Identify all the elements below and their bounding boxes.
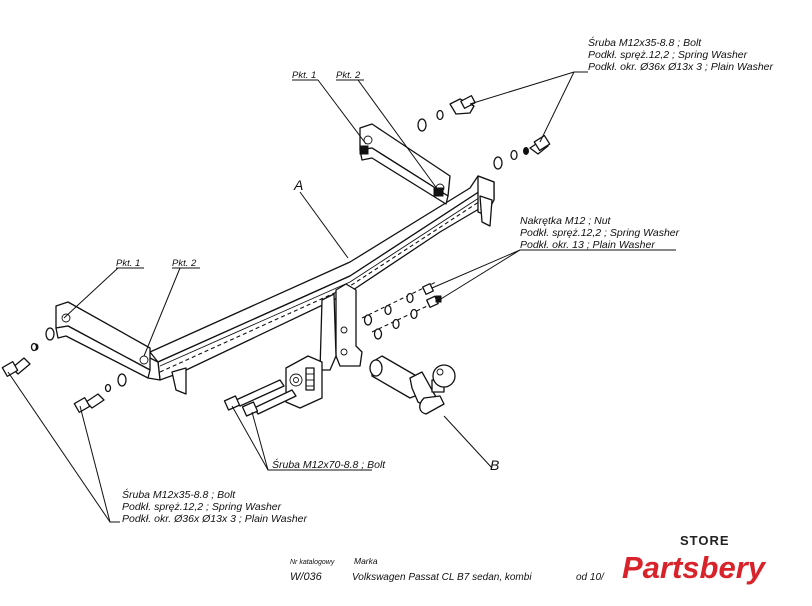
leader-lines <box>7 71 676 523</box>
callout-top-right: Śruba M12x35-8.8 ; Bolt Podkł. spręż.12,… <box>588 36 774 73</box>
logo-store-text: STORE <box>680 533 730 548</box>
callout-line: Podkł. okr. Ø36x Ø13x 3 ; Plain Washer <box>122 513 308 525</box>
logo-brand-text: Partsbery <box>622 550 767 585</box>
brand-header: Marka <box>354 556 378 566</box>
production-from: od 10/ <box>576 572 605 583</box>
fasteners-top-right <box>417 95 551 170</box>
callout-line: Podkł. spręż.12,2 ; Spring Washer <box>520 227 680 239</box>
pkt2-left-label: Pkt. 2 <box>172 258 197 269</box>
part-a-label: A <box>293 177 303 193</box>
callout-bottom-center: Śruba M12x70-8.8 ; Bolt <box>272 458 386 471</box>
catalog-header: Nr katalogowy <box>290 559 335 566</box>
fasteners-bottom-left <box>1 327 127 413</box>
callout-line: Podkł. okr. Ø36x Ø13x 3 ; Plain Washer <box>588 61 774 73</box>
catalog-number: W/036 <box>290 571 323 583</box>
pkt1-top-label: Pkt. 1 <box>292 70 316 81</box>
vehicle-name: Volkswagen Passat CL B7 sedan, kombi <box>352 572 532 583</box>
footer: Nr katalogowy Marka W/036 Volkswagen Pas… <box>290 556 605 583</box>
callout-line: Podkł. spręż.12,2 ; Spring Washer <box>122 501 282 513</box>
cross-beam <box>145 175 495 395</box>
right-bracket <box>359 123 451 205</box>
pkt1-left-label: Pkt. 1 <box>116 258 140 269</box>
callout-line: Śruba M12x35-8.8 ; Bolt <box>122 488 236 501</box>
left-bracket <box>55 301 151 379</box>
callout-middle-right: Nakrętka M12 ; Nut Podkł. spręż.12,2 ; S… <box>520 215 680 251</box>
fasteners-middle-right <box>361 281 442 340</box>
callout-line: Śruba M12x35-8.8 ; Bolt <box>588 36 702 49</box>
callout-line: Podkł. spręż.12,2 ; Spring Washer <box>588 49 748 61</box>
tow-ball <box>369 355 456 415</box>
callout-line: Podkł. okr. 13 ; Plain Washer <box>520 239 655 251</box>
fasteners-center-bolts <box>223 379 297 417</box>
part-b-label: B <box>490 457 499 473</box>
partsbery-logo: STORE Partsbery <box>622 533 767 585</box>
callout-bottom-left: Śruba M12x35-8.8 ; Bolt Podkł. spręż.12,… <box>122 488 308 525</box>
pkt2-top-label: Pkt. 2 <box>336 70 361 81</box>
callout-line: Nakrętka M12 ; Nut <box>520 215 612 227</box>
